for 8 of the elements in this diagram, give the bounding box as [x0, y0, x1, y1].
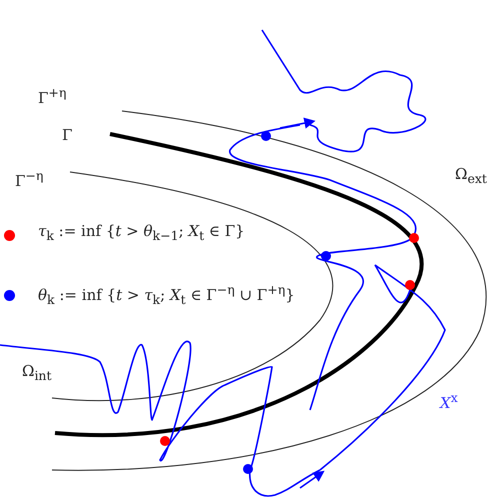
region-label: Γ$^{−η}$	[15, 168, 44, 190]
legend-text: τ$_{k}$ := inf {t > θ$_{k−1}$; X$_{t}$ ∈ Γ}	[38, 222, 245, 243]
region-label: Γ$^{+η}$	[38, 85, 66, 107]
region-label: Γ	[62, 126, 72, 144]
region-label: Ω$_{ext}$	[455, 165, 487, 186]
region-label: X$^{x}$	[440, 390, 458, 412]
region-label: Ω$_{int}$	[22, 362, 52, 383]
legend-text: θ$_{k}$ := inf {t > τ$_{k}$; X$_{t}$ ∈ Γ$^{−η}$ ∪ Γ$^{+η}$}	[38, 282, 295, 307]
